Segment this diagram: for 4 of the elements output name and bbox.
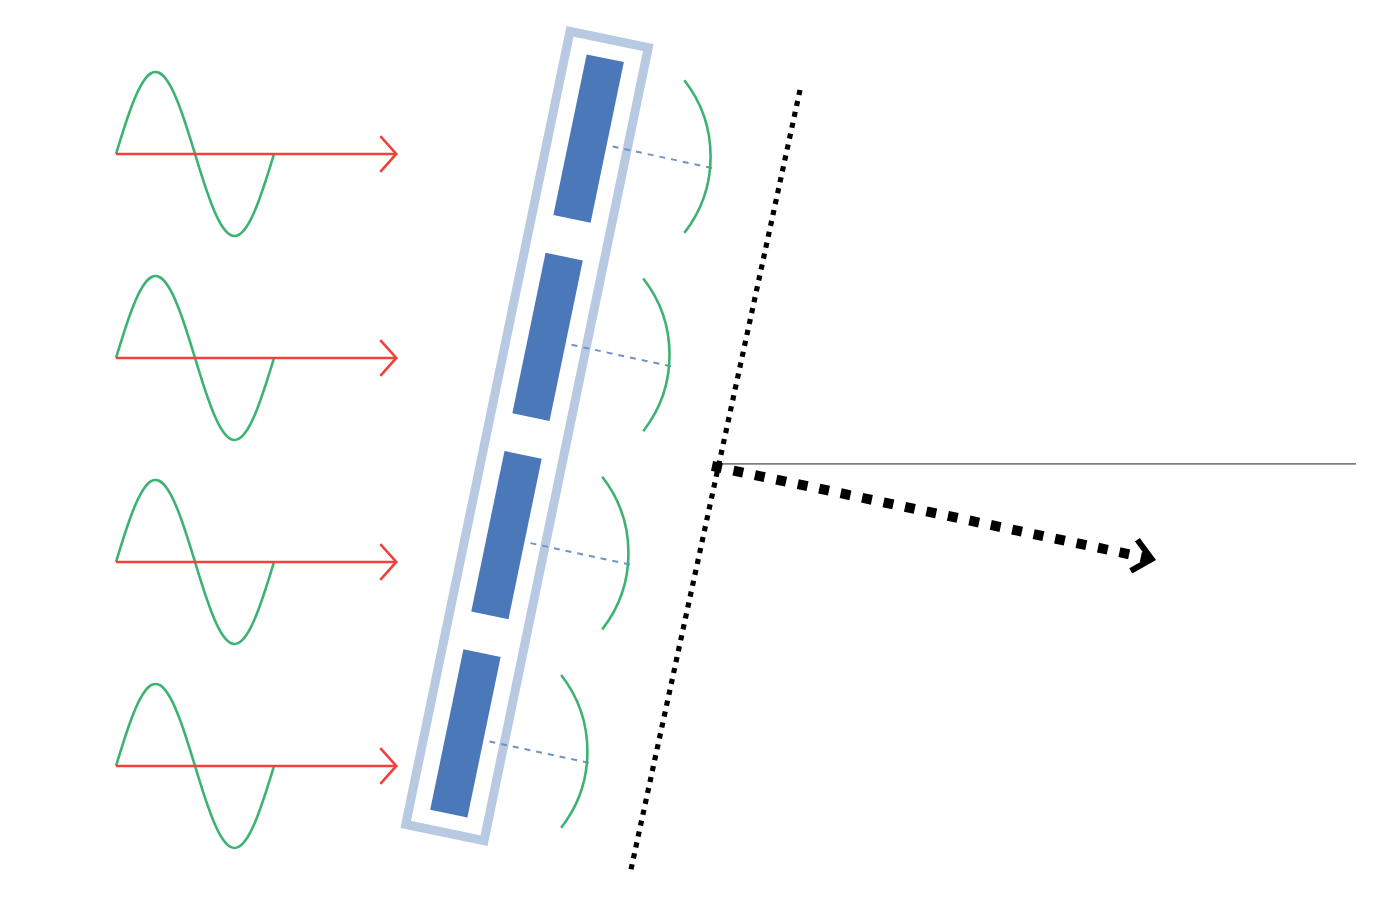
antenna-element: [471, 450, 542, 620]
antenna-element: [512, 252, 583, 421]
antenna-element: [553, 54, 624, 223]
antenna-element: [430, 649, 501, 818]
